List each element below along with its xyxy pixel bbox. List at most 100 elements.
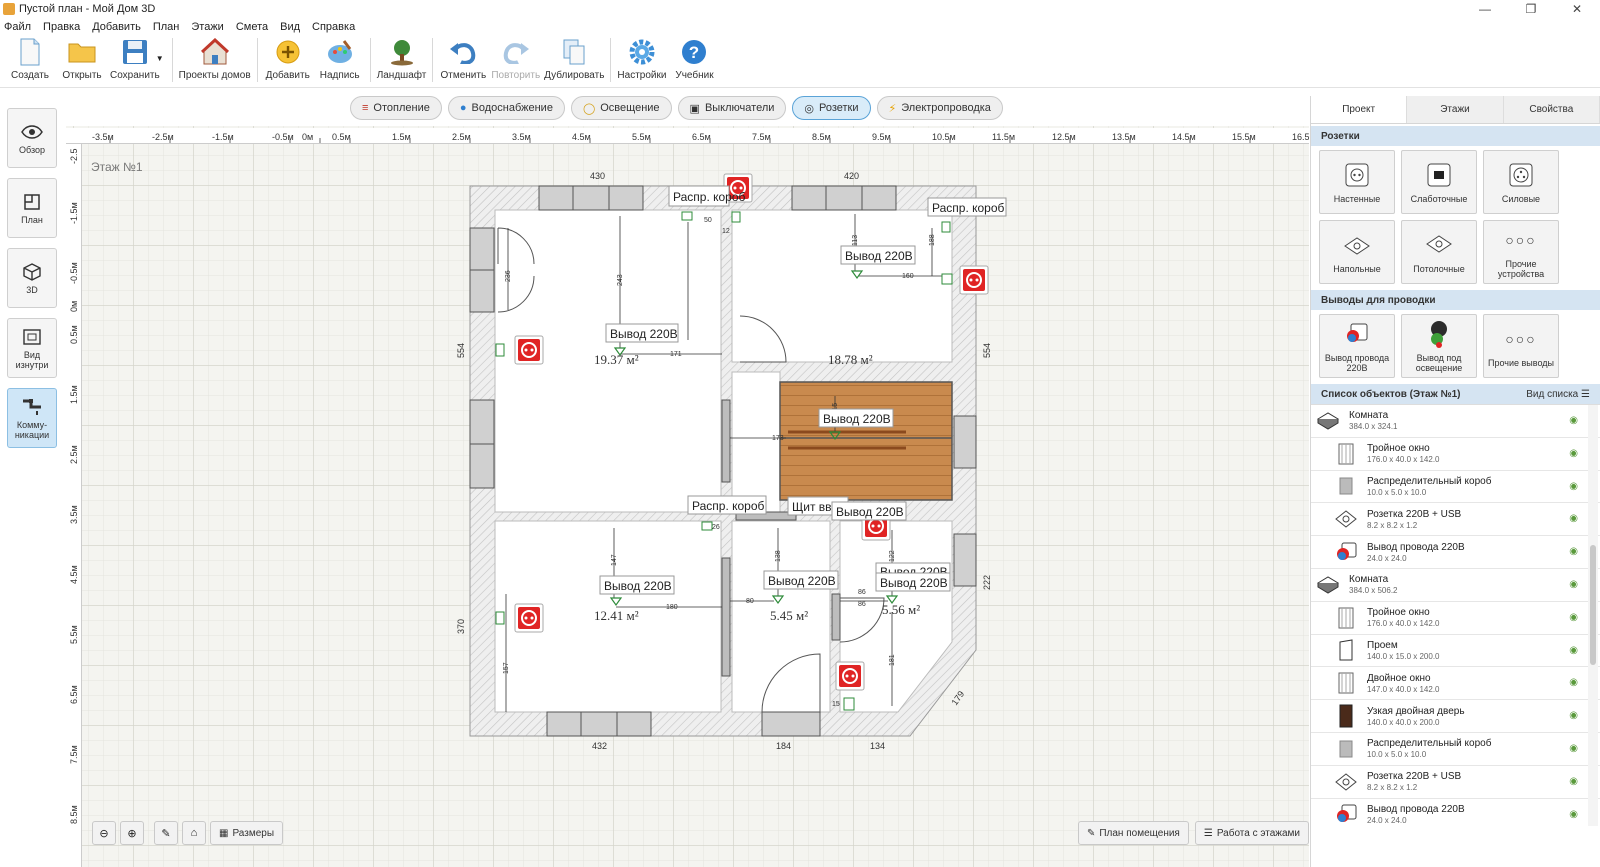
undo-button[interactable]: Отменить — [439, 36, 487, 81]
menu-add[interactable]: Добавить — [92, 21, 141, 33]
filter-wiring[interactable]: ⚡Электропроводка — [876, 96, 1003, 120]
label-button[interactable]: Надпись — [316, 36, 364, 81]
menu-help[interactable]: Справка — [312, 21, 356, 33]
scrollbar-thumb[interactable] — [1590, 545, 1596, 665]
visibility-eye-icon[interactable]: ◉ — [1569, 808, 1578, 820]
toolbar-separator — [256, 38, 258, 82]
socket-ceiling-card[interactable]: Потолочные — [1401, 220, 1477, 284]
tab-properties[interactable]: Свойства — [1503, 96, 1600, 123]
inside-view-button[interactable]: Вид изнутри — [7, 318, 57, 378]
wire-outlet-markers[interactable] — [609, 270, 899, 607]
list-scrollbar[interactable] — [1588, 405, 1598, 826]
socket-wall-card[interactable]: Настенные — [1319, 150, 1395, 214]
list-view-toggle[interactable]: Вид списка ☰ — [1526, 388, 1590, 400]
list-item-dims: 24.0 x 24.0 — [1367, 815, 1407, 825]
dimension-label: 184 — [776, 741, 791, 751]
save-button[interactable]: Сохранить — [110, 36, 160, 81]
floor-plan-drawing[interactable]: 19.37 м² 18.78 м² 12.41 м² 5.45 м² 5.56 … — [66, 126, 1309, 867]
tab-floors[interactable]: Этажи — [1407, 96, 1504, 123]
duplicate-icon — [559, 36, 589, 68]
zoom-out-button[interactable]: ⊖ — [92, 821, 116, 845]
socket-lowvoltage-card[interactable]: Слаботочные — [1401, 150, 1477, 214]
add-button[interactable]: Добавить — [264, 36, 312, 81]
measure-button[interactable]: ✎ — [154, 821, 178, 845]
close-button[interactable]: ✕ — [1571, 2, 1583, 16]
landscape-button[interactable]: Ландшафт — [377, 36, 426, 81]
wire-length-label: 138 — [775, 550, 782, 562]
visibility-eye-icon[interactable]: ◉ — [1569, 611, 1578, 623]
interior-partitions[interactable] — [721, 399, 841, 677]
menu-edit[interactable]: Правка — [43, 21, 81, 33]
create-button[interactable]: Создать — [6, 36, 54, 81]
maximize-button[interactable]: ❐ — [1525, 2, 1537, 16]
opening-icon — [1333, 637, 1359, 663]
visibility-eye-icon[interactable]: ◉ — [1569, 644, 1578, 656]
filter-sockets[interactable]: ◎Розетки — [792, 96, 871, 120]
visibility-eye-icon[interactable]: ◉ — [1569, 578, 1578, 590]
visibility-eye-icon[interactable]: ◉ — [1569, 742, 1578, 754]
save-dropdown-icon[interactable]: ▼ — [155, 54, 164, 63]
sizes-button[interactable]: ▦Размеры — [210, 821, 284, 845]
visibility-eye-icon[interactable]: ◉ — [1569, 480, 1578, 492]
windows[interactable] — [469, 185, 977, 737]
output-other-card[interactable]: ○○○ Прочие выводы — [1483, 314, 1559, 378]
sockets-section-header: Розетки — [1311, 126, 1600, 146]
doors[interactable] — [497, 227, 885, 713]
visibility-eye-icon[interactable]: ◉ — [1569, 710, 1578, 722]
room-plan-button[interactable]: ✎План помещения — [1077, 821, 1189, 845]
filter-lighting[interactable]: ◯Освещение — [570, 96, 672, 120]
visibility-eye-icon[interactable]: ◉ — [1569, 677, 1578, 689]
socket-floor-card[interactable]: Напольные — [1319, 220, 1395, 284]
menu-floors[interactable]: Этажи — [191, 21, 224, 33]
menu-file[interactable]: Файл — [4, 21, 32, 33]
communications-button[interactable]: Комму- никации — [7, 388, 57, 448]
visibility-eye-icon[interactable]: ◉ — [1569, 546, 1578, 558]
filter-switches[interactable]: ▣Выключатели — [677, 96, 787, 120]
menu-plan[interactable]: План — [152, 21, 180, 33]
duplicate-button[interactable]: Дублировать — [544, 36, 604, 81]
minimize-button[interactable]: — — [1479, 2, 1491, 16]
open-button[interactable]: Открыть — [58, 36, 106, 81]
water-drop-icon: ● — [459, 102, 467, 114]
settings-button[interactable]: Настройки — [617, 36, 666, 81]
visibility-eye-icon[interactable]: ◉ — [1569, 513, 1578, 525]
filter-water[interactable]: ●Водоснабжение — [447, 96, 565, 120]
tab-project[interactable]: Проект — [1311, 96, 1408, 123]
socket-power-card[interactable]: Силовые — [1483, 150, 1559, 214]
filter-heating[interactable]: ≡Отопление — [350, 96, 442, 120]
staircase[interactable] — [779, 381, 953, 501]
visibility-eye-icon[interactable]: ◉ — [1569, 775, 1578, 787]
output-220-card[interactable]: Вывод провода 220В — [1319, 314, 1395, 378]
zoom-in-button[interactable]: ⊕ — [120, 821, 144, 845]
floors-button[interactable]: ☰Работа с этажами — [1194, 821, 1309, 845]
home-view-button[interactable]: ⌂ — [182, 821, 206, 845]
redo-button[interactable]: Повторить — [491, 36, 540, 81]
view3d-button[interactable]: 3D — [7, 248, 57, 308]
overview-button[interactable]: Обзор — [7, 108, 57, 168]
list-item-name: Розетка 220В + USB — [1367, 771, 1462, 783]
plan-button[interactable]: План — [7, 178, 57, 238]
projects-button[interactable]: Проекты домов — [179, 36, 251, 81]
output-lighting-card[interactable]: Вывод под освещение — [1401, 314, 1477, 378]
menu-estimate[interactable]: Смета — [235, 21, 269, 33]
visibility-eye-icon[interactable]: ◉ — [1569, 415, 1578, 426]
visibility-eye-icon[interactable]: ◉ — [1569, 447, 1578, 459]
tutorial-button[interactable]: ? Учебник — [670, 36, 718, 81]
junction-markers[interactable] — [495, 211, 953, 711]
menu-view[interactable]: Вид — [280, 21, 301, 33]
socket-other-card[interactable]: ○○○ Прочие устройства — [1483, 220, 1559, 284]
